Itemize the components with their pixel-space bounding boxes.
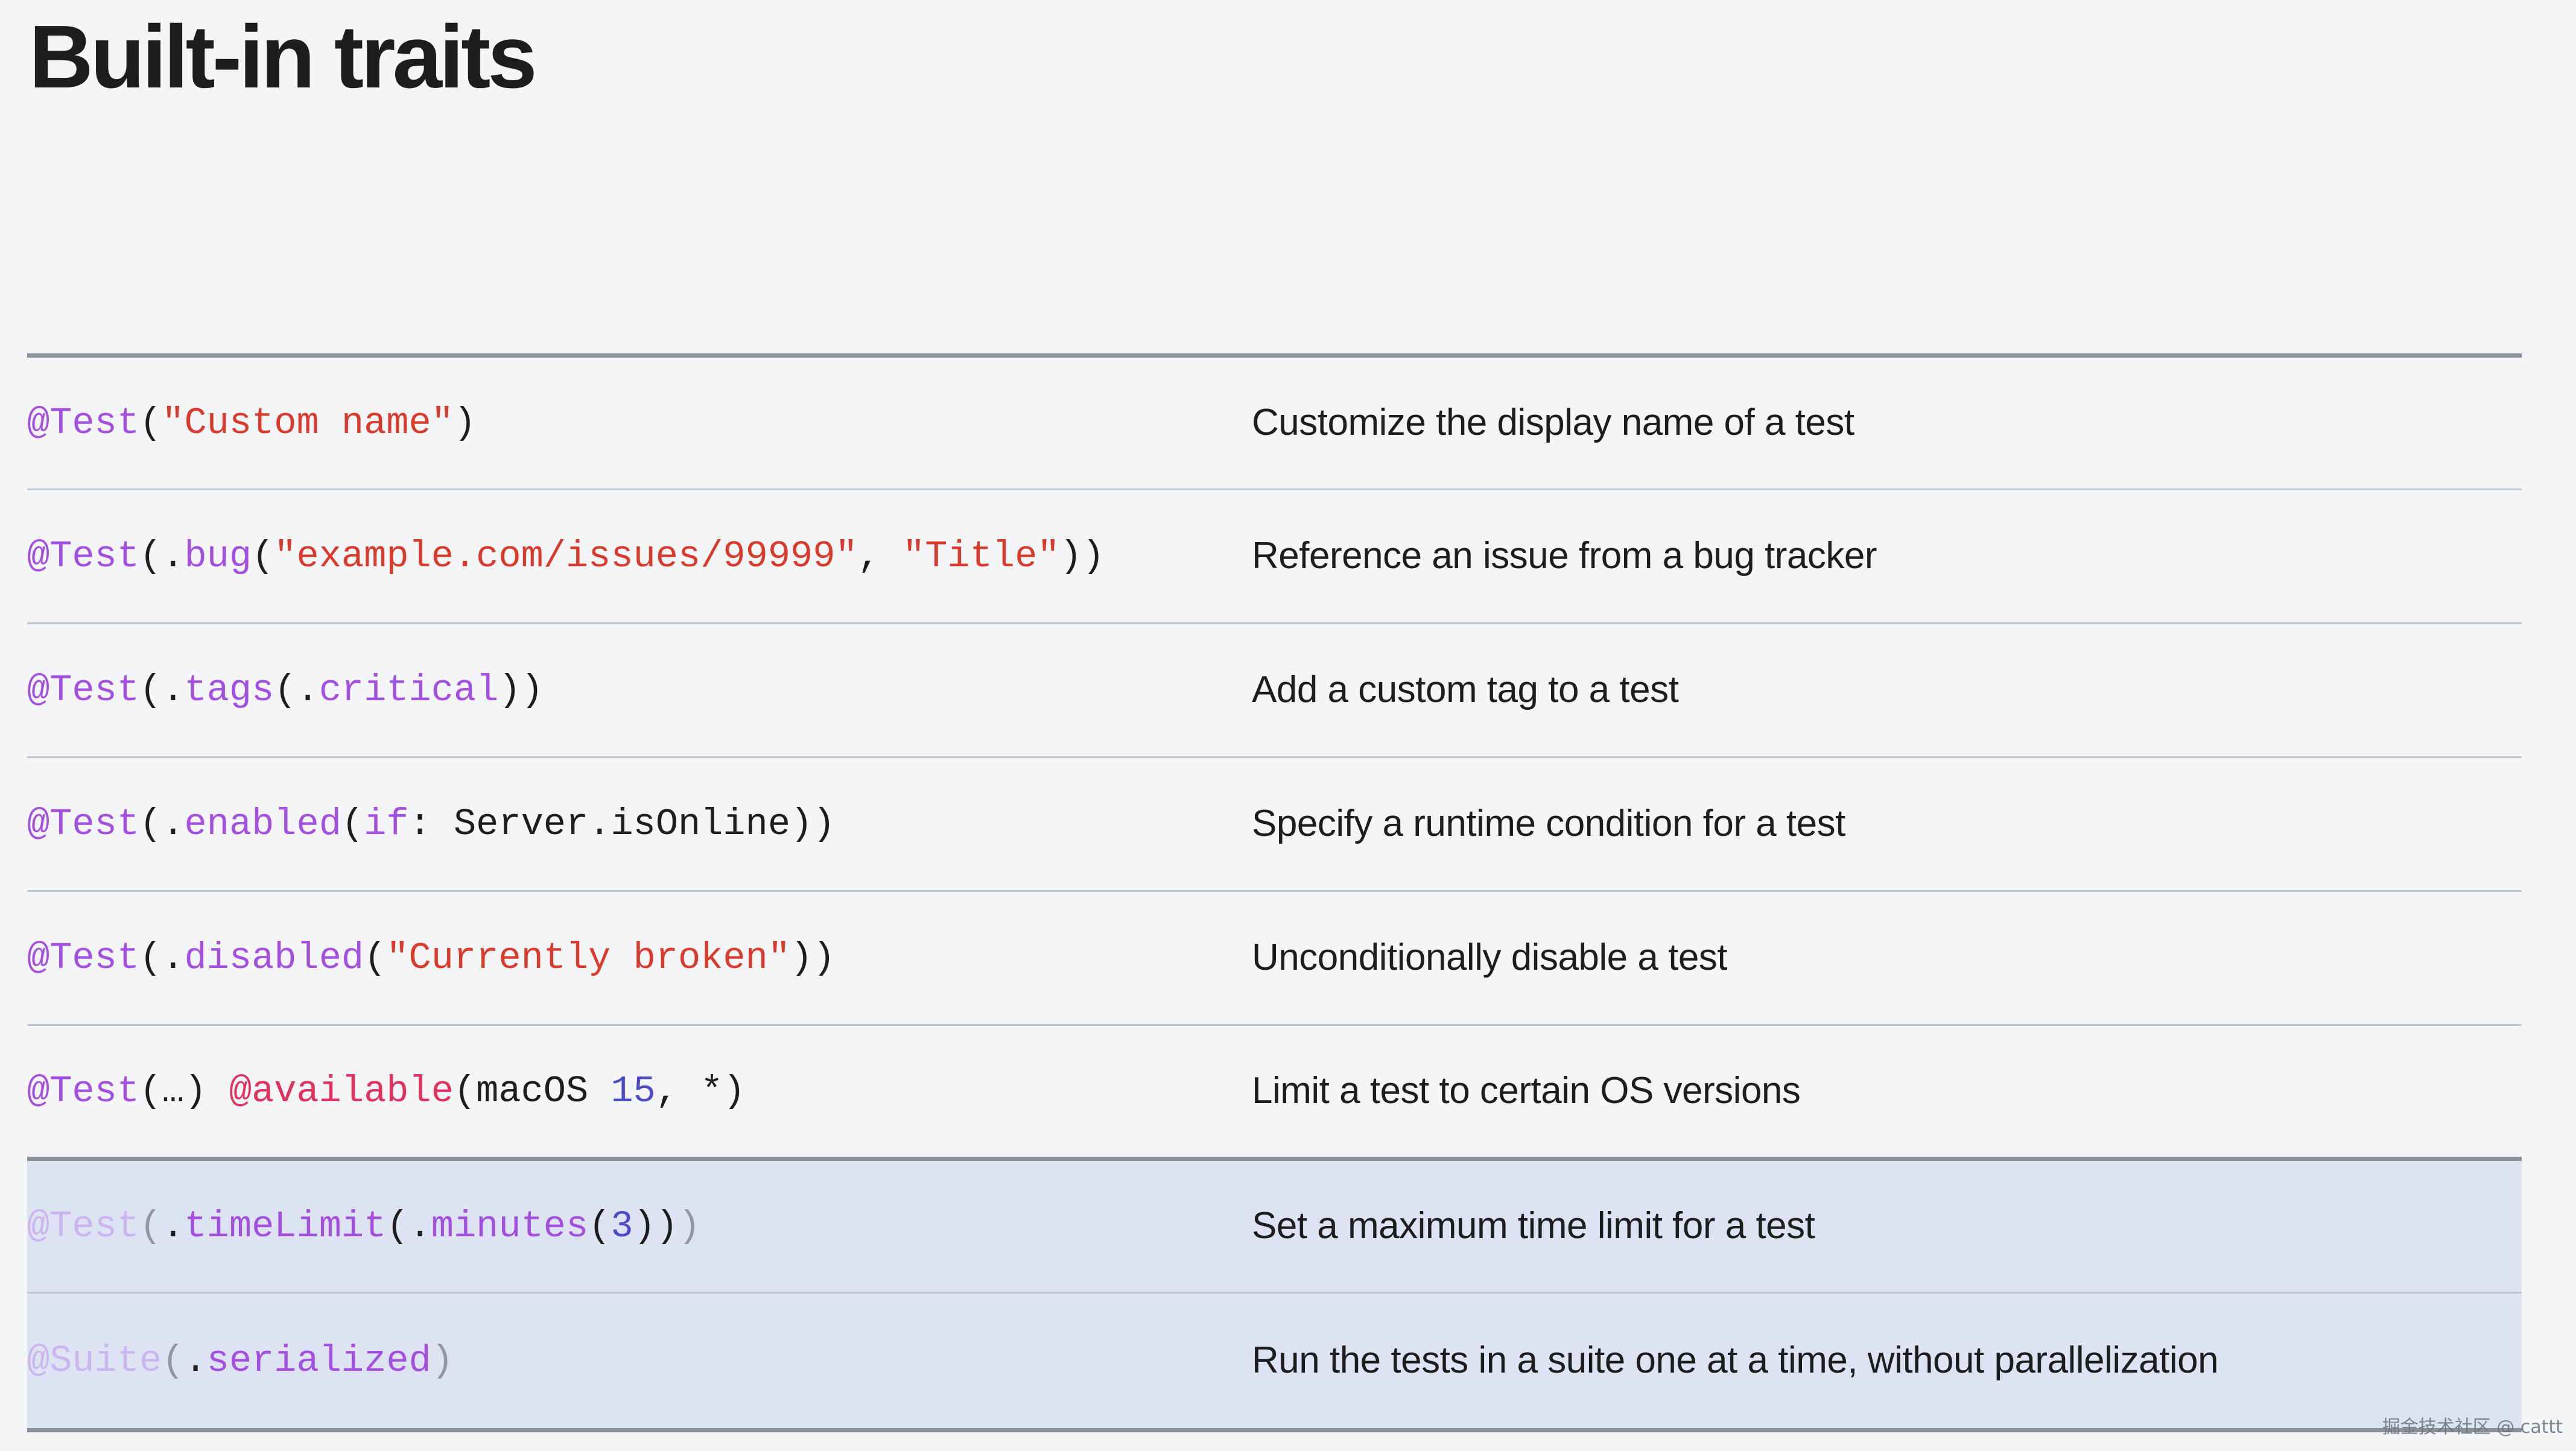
code-token: @Test [27, 401, 140, 444]
watermark: 掘金技术社区 @ cattt [2382, 1417, 2563, 1438]
code-token: ( [588, 1204, 611, 1248]
code-token: @Suite [27, 1339, 162, 1382]
code-token: @available [229, 1069, 454, 1113]
code-token: @Test [27, 802, 140, 846]
code-token: ( [162, 1339, 185, 1382]
trait-description-cell: Add a custom tag to a test [1252, 623, 2522, 758]
code-token: "Title" [903, 534, 1060, 578]
code-token: . [162, 1204, 185, 1248]
code-token: "Currently broken" [386, 936, 791, 979]
code-token: disabled [184, 936, 364, 979]
table-row: @Test(.timeLimit(.minutes(3)))Set a maxi… [27, 1157, 2522, 1294]
built-in-traits-table: @Test("Custom name")Customize the displa… [27, 353, 2522, 1432]
table-row: @Suite(.serialized)Run the tests in a su… [27, 1292, 2522, 1432]
trait-code-cell: @Test(.timeLimit(.minutes(3))) [27, 1157, 1252, 1294]
code-token: "Custom name" [162, 401, 454, 444]
code-token: : Server.isOnline)) [408, 802, 836, 846]
code-token: "example.com/issues/99999" [274, 534, 858, 578]
code-token: ) [678, 1204, 701, 1248]
code-token: minutes [431, 1204, 589, 1248]
trait-description-cell: Unconditionally disable a test [1252, 891, 2522, 1026]
code-token: (. [139, 534, 185, 578]
code-token: bug [184, 534, 252, 578]
code-token: . [184, 1339, 207, 1382]
code-token: (macOS [453, 1069, 611, 1113]
code-token: if [364, 802, 409, 846]
code-token: )) [633, 1204, 679, 1248]
trait-code-cell: @Test(.tags(.critical)) [27, 623, 1252, 758]
code-token: critical [319, 668, 499, 712]
code-token: ( [139, 401, 162, 444]
code-token: (. [386, 1204, 431, 1248]
table-row: @Test(.tags(.critical))Add a custom tag … [27, 623, 2522, 758]
trait-code-cell: @Suite(.serialized) [27, 1292, 1252, 1432]
code-token: @Test [27, 534, 140, 578]
code-token: )) [1059, 534, 1105, 578]
code-token: (. [139, 802, 185, 846]
table-row: @Test(.disabled("Currently broken"))Unco… [27, 891, 2522, 1026]
code-token: 3 [611, 1204, 633, 1248]
trait-description-cell: Reference an issue from a bug tracker [1252, 489, 2522, 624]
code-token: @Test [27, 936, 140, 979]
code-token: (. [274, 668, 319, 712]
table-row: @Test("Custom name")Customize the displa… [27, 353, 2522, 490]
trait-code-cell: @Test(.disabled("Currently broken")) [27, 891, 1252, 1026]
code-token: ) [453, 401, 477, 444]
code-token: tags [184, 668, 274, 712]
trait-code-cell: @Test(…) @available(macOS 15, *) [27, 1025, 1252, 1160]
code-token: @Test [27, 668, 140, 712]
page-title: Built-in traits [29, 7, 538, 107]
code-token: @Test [27, 1069, 140, 1113]
code-token: timeLimit [184, 1204, 387, 1248]
code-token: (. [139, 936, 185, 979]
code-token: ( [139, 1204, 162, 1248]
code-token: ( [252, 534, 274, 578]
code-token: ) [431, 1339, 454, 1382]
table-row: @Test(…) @available(macOS 15, *)Limit a … [27, 1025, 2522, 1160]
code-token: @Test [27, 1204, 140, 1248]
trait-description-cell: Limit a test to certain OS versions [1252, 1025, 2522, 1160]
code-token: serialized [206, 1339, 431, 1382]
table-row: @Test(.bug("example.com/issues/99999", "… [27, 489, 2522, 624]
code-token: , *) [655, 1069, 746, 1113]
trait-code-cell: @Test(.enabled(if: Server.isOnline)) [27, 757, 1252, 892]
code-token: (…) [139, 1069, 229, 1113]
code-token: ( [364, 936, 387, 979]
trait-description-cell: Set a maximum time limit for a test [1252, 1157, 2522, 1294]
code-token: ( [341, 802, 364, 846]
trait-description-cell: Customize the display name of a test [1252, 353, 2522, 490]
table-row: @Test(.enabled(if: Server.isOnline))Spec… [27, 757, 2522, 892]
trait-code-cell: @Test(.bug("example.com/issues/99999", "… [27, 489, 1252, 624]
trait-description-cell: Specify a runtime condition for a test [1252, 757, 2522, 892]
code-token: enabled [184, 802, 341, 846]
code-token: , [857, 534, 903, 578]
code-token: 15 [611, 1069, 656, 1113]
trait-description-cell: Run the tests in a suite one at a time, … [1252, 1292, 2522, 1432]
code-token: )) [790, 936, 836, 979]
code-token: (. [139, 668, 185, 712]
traits-table-body: @Test("Custom name")Customize the displa… [27, 353, 2522, 1432]
code-token: )) [498, 668, 544, 712]
trait-code-cell: @Test("Custom name") [27, 353, 1252, 490]
